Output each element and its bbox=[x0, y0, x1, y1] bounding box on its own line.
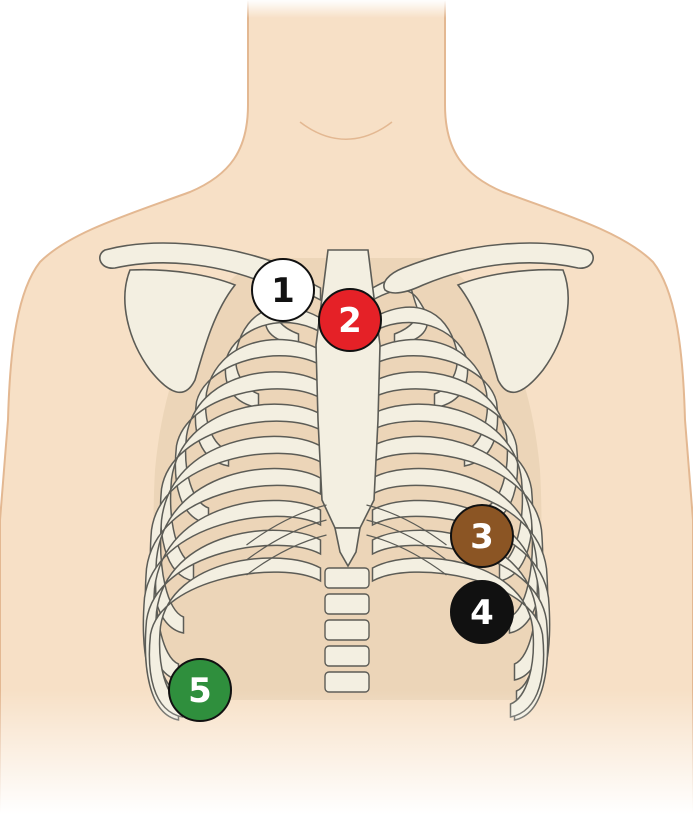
vertebra-2 bbox=[325, 594, 369, 614]
electrode-1: 1 bbox=[252, 259, 314, 321]
electrode-5-label: 5 bbox=[188, 671, 212, 711]
vertebra-1 bbox=[325, 568, 369, 588]
electrode-4: 4 bbox=[451, 581, 513, 643]
electrode-2: 2 bbox=[319, 289, 381, 351]
vertebra-3 bbox=[325, 620, 369, 640]
electrode-3: 3 bbox=[451, 505, 513, 567]
vertebra-5 bbox=[325, 672, 369, 692]
electrode-5: 5 bbox=[169, 659, 231, 721]
electrode-1-label: 1 bbox=[271, 271, 295, 311]
electrode-4-label: 4 bbox=[470, 593, 494, 633]
electrode-2-label: 2 bbox=[338, 301, 362, 341]
electrode-3-label: 3 bbox=[470, 517, 494, 557]
vertebra-4 bbox=[325, 646, 369, 666]
lumbar-spine bbox=[325, 568, 369, 692]
